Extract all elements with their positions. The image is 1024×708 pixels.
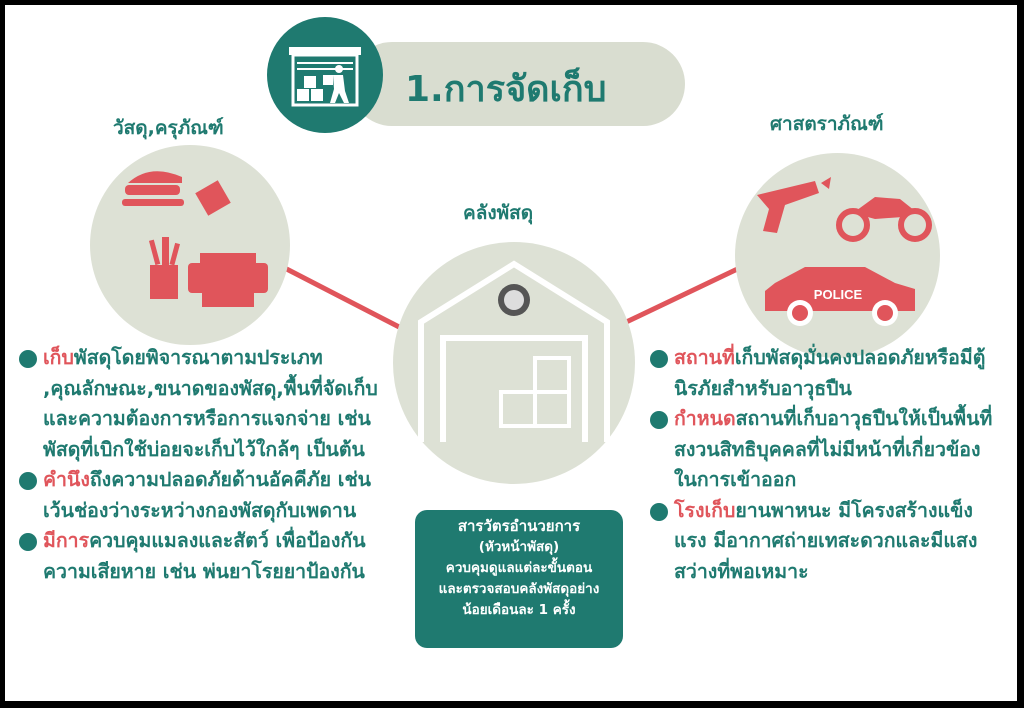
left-bullet-list: เก็บพัสดุโดยพิจารณาตามประเภท ,คุณลักษณะ,… <box>19 343 394 587</box>
bullet-dot-icon <box>19 533 37 551</box>
bullet-dot-icon <box>19 350 37 368</box>
bullet-dot-icon <box>650 502 668 521</box>
office-supplies-icon <box>122 171 268 307</box>
category-label-armaments: ศาสตราภัณฑ์ <box>770 113 884 135</box>
right-bullet-list: สถานที่เก็บพัสดุมั่นคงปลอดภัยหรือมีตู้นิ… <box>650 343 1000 587</box>
title-pill <box>350 42 685 126</box>
bullet-item: โรงเก็บยานพาหนะ มีโครงสร้างแข็งแรง มีอาก… <box>650 496 1000 588</box>
category-label-warehouse: คลังพัสดุ <box>463 202 534 224</box>
bullet-item: คำนึงถึงความปลอดภัยด้านอัคคีภัย เช่น เว้… <box>19 465 394 526</box>
bullet-item: กำหนดสถานที่เก็บอาวุธปืนให้เป็นพื้นที่สง… <box>650 404 1000 496</box>
warehouse-circle <box>393 242 635 484</box>
bullet-dot-icon <box>19 472 37 490</box>
connector-lines <box>273 260 752 333</box>
category-label-supplies: วัสดุ,ครุภัณฑ์ <box>113 117 224 139</box>
bullet-dot-icon <box>650 411 668 429</box>
supervisor-note: สารวัตรอำนวยการ (หัวหน้าพัสดุ) ควบคุมดูแ… <box>415 510 623 648</box>
warehouse-icon <box>418 260 610 442</box>
bullet-item: เก็บพัสดุโดยพิจารณาตามประเภท ,คุณลักษณะ,… <box>19 343 394 465</box>
armaments-circle: POLICE <box>735 153 940 358</box>
gun-motorcycle-car-icon: POLICE <box>757 177 932 326</box>
warehouse-worker-icon <box>267 17 383 133</box>
page-title: 1.การจัดเก็บ <box>405 69 607 110</box>
supplies-circle <box>90 145 290 345</box>
bullet-item: สถานที่เก็บพัสดุมั่นคงปลอดภัยหรือมีตู้นิ… <box>650 343 1000 404</box>
bullet-item: มีการควบคุมแมลงและสัตว์ เพื่อป้องกันความ… <box>19 526 394 587</box>
police-text: POLICE <box>814 287 863 302</box>
infographic: 1.การจัดเก็บ วัสดุ,ครุภัณฑ์ <box>5 5 1017 701</box>
bullet-dot-icon <box>650 350 668 368</box>
